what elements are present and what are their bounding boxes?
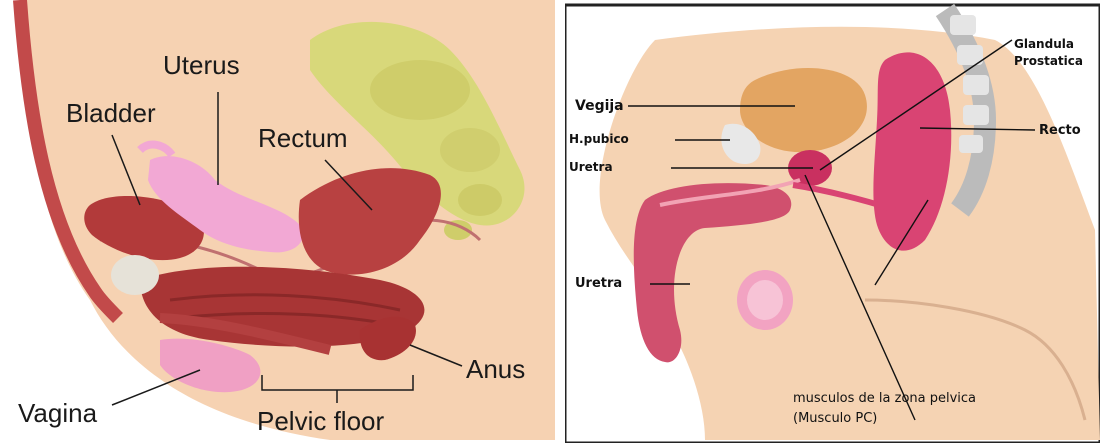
vegija-label: Vegija: [575, 98, 624, 114]
vagina-label: Vagina: [18, 400, 97, 426]
anus-label: Anus: [466, 356, 525, 382]
recto-label: Recto: [1039, 124, 1081, 139]
uretra-top-label: Uretra: [569, 161, 613, 175]
female-pelvic-diagram: Uterus Bladder Rectum Anus Vagina Pelvic…: [0, 0, 555, 443]
h-pubico-label: H.pubico: [569, 133, 629, 147]
musculos-label-line2: (Musculo PC): [793, 412, 877, 427]
uretra-bottom-label: Uretra: [575, 277, 622, 292]
male-pelvic-diagram: Vegija H.pubico Uretra Uretra Glandula P…: [565, 0, 1100, 443]
uterus-label: Uterus: [163, 52, 240, 78]
rectum-label: Rectum: [258, 125, 348, 151]
glandula-label-line1: Glandula: [1014, 38, 1074, 52]
glandula-label-line2: Prostatica: [1014, 55, 1083, 69]
musculos-label-line1: musculos de la zona pelvica: [793, 392, 976, 407]
pubic-bone: [111, 255, 159, 295]
pelvic-floor-label: Pelvic floor: [257, 408, 384, 434]
bladder-label: Bladder: [66, 100, 156, 126]
